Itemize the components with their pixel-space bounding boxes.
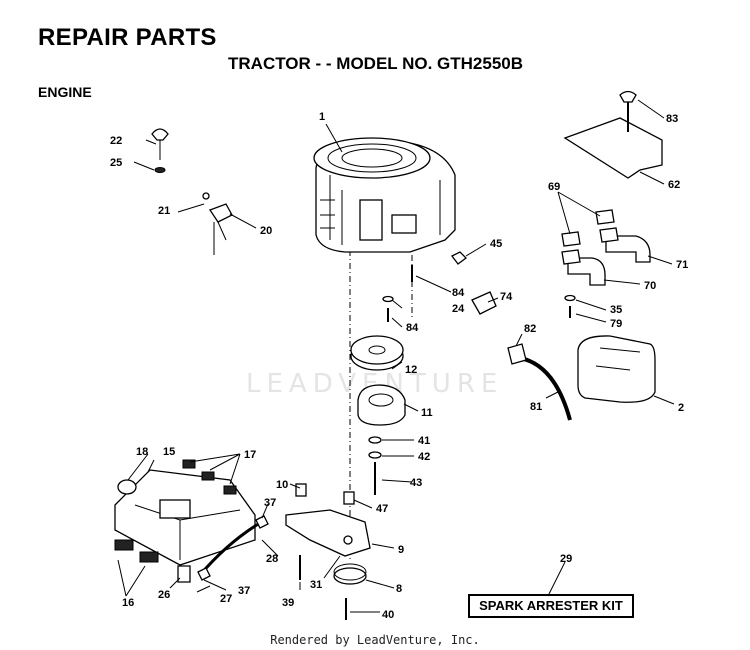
callout-21: 21 bbox=[158, 205, 170, 217]
callout-74: 74 bbox=[500, 291, 513, 303]
spark-arrester-kit-box[interactable]: SPARK ARRESTER KIT bbox=[468, 594, 634, 618]
plug-boot-part[interactable] bbox=[507, 343, 527, 365]
idler-pulley-part[interactable] bbox=[333, 563, 367, 585]
callout-69: 69 bbox=[548, 181, 560, 193]
exhaust-pipe-part[interactable] bbox=[605, 235, 651, 263]
callout-20: 20 bbox=[260, 225, 272, 237]
tank-pad-part[interactable] bbox=[201, 471, 215, 481]
callout-1: 1 bbox=[319, 111, 325, 123]
washer-part[interactable] bbox=[368, 451, 382, 459]
callout-11: 11 bbox=[421, 407, 433, 419]
callout-31: 31 bbox=[310, 579, 322, 591]
callout-35: 35 bbox=[610, 304, 622, 316]
callout-62: 62 bbox=[668, 179, 680, 191]
nut-part[interactable] bbox=[451, 251, 467, 265]
callout-24: 24 bbox=[452, 303, 465, 315]
connector-part[interactable] bbox=[471, 291, 497, 315]
exhaust-gasket-part[interactable] bbox=[595, 209, 615, 225]
plug-wire-part[interactable] bbox=[519, 356, 572, 421]
exhaust-gasket-part[interactable] bbox=[561, 249, 581, 265]
callout-45: 45 bbox=[490, 238, 502, 250]
tank-pad-part[interactable] bbox=[182, 459, 196, 469]
callout-84: 84 bbox=[452, 287, 465, 299]
tank-foot-part[interactable] bbox=[114, 539, 134, 551]
washer-part[interactable] bbox=[382, 295, 394, 303]
callout-9: 9 bbox=[398, 544, 404, 556]
callout-25: 25 bbox=[110, 157, 122, 169]
callout-22: 22 bbox=[110, 135, 122, 147]
callout-12: 12 bbox=[405, 364, 417, 376]
callout-2: 2 bbox=[678, 402, 684, 414]
callout-83: 83 bbox=[666, 113, 678, 125]
washer-part[interactable] bbox=[564, 294, 576, 302]
callout-27: 27 bbox=[220, 593, 232, 605]
tank-pad-part[interactable] bbox=[223, 485, 237, 495]
callout-10: 10 bbox=[276, 479, 288, 491]
model-subtitle: TRACTOR - - MODEL NO. GTH2550B bbox=[228, 54, 524, 73]
callout-26: 26 bbox=[158, 589, 170, 601]
callout-84b: 84 bbox=[406, 322, 419, 334]
callout-8: 8 bbox=[396, 583, 402, 595]
page-title: REPAIR PARTS bbox=[38, 24, 217, 51]
callout-81: 81 bbox=[530, 401, 542, 413]
callout-29: 29 bbox=[560, 553, 573, 565]
exhaust-gasket-part[interactable] bbox=[599, 227, 619, 243]
tank-foot-part[interactable] bbox=[139, 551, 159, 563]
callout-42: 42 bbox=[418, 451, 430, 463]
footer-credit: Rendered by LeadVenture, Inc. bbox=[270, 633, 480, 647]
callout-39: 39 bbox=[282, 597, 294, 609]
heat-shield-part[interactable] bbox=[563, 117, 663, 179]
callout-37: 37 bbox=[264, 497, 276, 509]
engine-part[interactable] bbox=[313, 137, 456, 253]
hose-clamp-part[interactable] bbox=[197, 567, 211, 581]
callout-16: 16 bbox=[122, 597, 134, 609]
callout-47: 47 bbox=[376, 503, 388, 515]
throttle-bracket-part[interactable] bbox=[202, 192, 233, 255]
dipstick-part[interactable] bbox=[151, 128, 169, 173]
exhaust-gasket-part[interactable] bbox=[561, 231, 581, 247]
callout-43: 43 bbox=[410, 477, 422, 489]
engine-pulley-part[interactable] bbox=[350, 335, 404, 371]
idler-bracket-part[interactable] bbox=[285, 509, 371, 557]
exhaust-pipe-part[interactable] bbox=[567, 257, 606, 286]
electric-clutch-part[interactable] bbox=[357, 384, 406, 426]
callout-15: 15 bbox=[163, 446, 175, 458]
callout-40: 40 bbox=[382, 609, 394, 621]
spacer-part[interactable] bbox=[343, 491, 355, 505]
callout-18: 18 bbox=[136, 446, 148, 458]
fuel-cap-part[interactable] bbox=[117, 479, 137, 495]
washer-part[interactable] bbox=[368, 436, 382, 444]
section-heading: ENGINE bbox=[38, 84, 92, 100]
callout-17: 17 bbox=[244, 449, 256, 461]
callout-79: 79 bbox=[610, 318, 622, 330]
callout-82: 82 bbox=[524, 323, 536, 335]
fuel-filter-part[interactable] bbox=[177, 565, 191, 583]
callout-70: 70 bbox=[644, 280, 656, 292]
callout-41: 41 bbox=[418, 435, 430, 447]
spacer-part[interactable] bbox=[295, 483, 307, 497]
shield-knob-part[interactable] bbox=[619, 90, 637, 103]
callout-71: 71 bbox=[676, 259, 688, 271]
callout-37b: 37 bbox=[238, 585, 250, 597]
muffler-part[interactable] bbox=[577, 335, 656, 403]
hose-clamp-part[interactable] bbox=[255, 515, 269, 529]
callout-28: 28 bbox=[266, 553, 278, 565]
